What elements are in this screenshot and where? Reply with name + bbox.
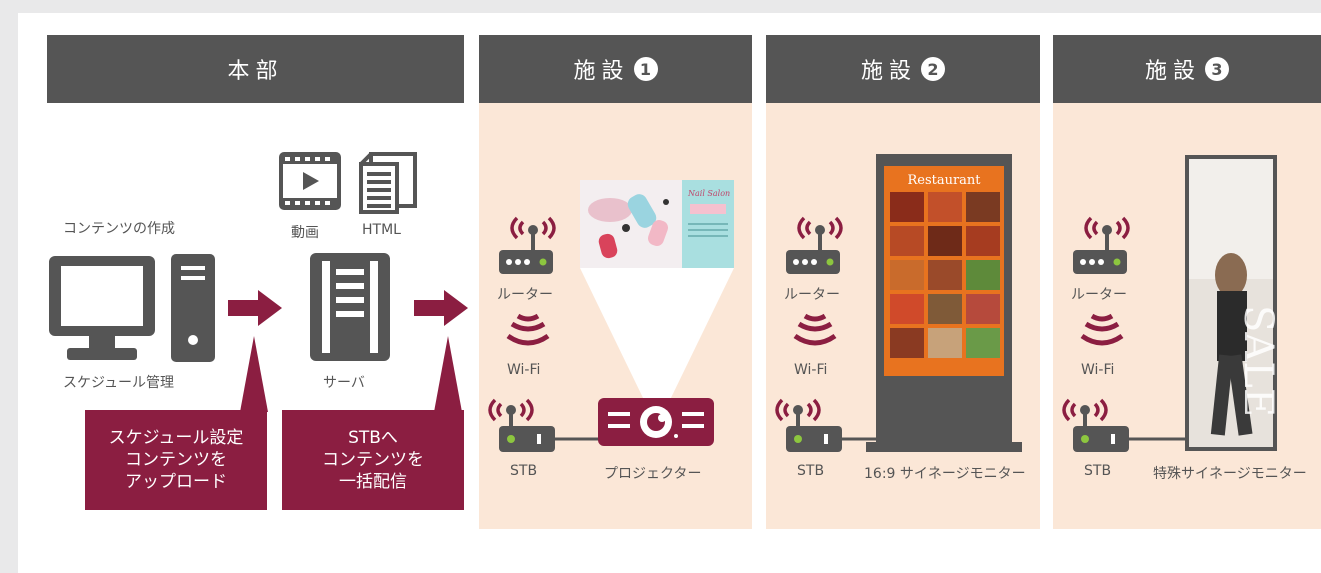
router-icon (499, 216, 556, 274)
wifi-icon (1080, 313, 1124, 346)
html-document-icon (359, 152, 417, 214)
signage-monitor-16-9: Restaurant (866, 154, 1022, 452)
video-label: 動画 (291, 225, 319, 241)
header-facility2-label: 施設 (860, 59, 917, 84)
distribute-callout-text: STBへ コンテンツを 一括配信 (322, 428, 424, 492)
projector-icon (598, 398, 714, 446)
stb-label: STB (1084, 463, 1112, 479)
header-facility1-label: 施設 (573, 59, 630, 84)
screen-text: SALE (1235, 305, 1281, 417)
projector-label: プロジェクター (604, 466, 702, 482)
callout-pointer (434, 336, 462, 412)
special-signage-label: 特殊サイネージモニター (1153, 466, 1307, 482)
stb-icon (775, 398, 878, 452)
wifi-label: Wi-Fi (507, 362, 541, 378)
wifi-label: Wi-Fi (794, 362, 828, 378)
router-label: ルーター (497, 287, 553, 303)
header-facility3: 施設 3 (1053, 35, 1321, 103)
header-facility2: 施設 2 (766, 35, 1040, 103)
router-label: ルーター (1071, 287, 1127, 303)
desktop-pc-icon (49, 254, 215, 362)
thumb-title: Nail Salon (687, 189, 730, 198)
server-label: サーバ (323, 375, 365, 391)
stb-label: STB (510, 463, 538, 479)
stb-icon (488, 398, 603, 452)
header-honbu-label: 本部 (227, 59, 284, 84)
special-signage-monitor: SALE (1185, 155, 1281, 451)
wifi-icon (793, 313, 837, 346)
video-file-icon (279, 152, 341, 210)
stb-icon (1062, 398, 1185, 452)
projection-beam (580, 268, 734, 404)
html-label: HTML (362, 222, 401, 238)
upload-callout-box: スケジュール設定 コンテンツを アップロード (85, 410, 267, 510)
header-facility3-label: 施設 (1144, 59, 1201, 84)
header-honbu: 本部 (47, 35, 464, 103)
arrow-right-icon (414, 290, 468, 326)
signage-monitor-label: 16:9 サイネージモニター (864, 466, 1026, 482)
wifi-icon (506, 313, 550, 346)
distribute-callout-box: STBへ コンテンツを 一括配信 (282, 410, 464, 510)
upload-callout-text: スケジュール設定 コンテンツを アップロード (108, 428, 244, 492)
callout-pointer (240, 336, 268, 412)
header-facility1: 施設 1 (479, 35, 752, 103)
router-label: ルーター (784, 287, 840, 303)
facility-number-badge: 3 (1205, 57, 1229, 81)
schedule-mgmt-label: スケジュール管理 (63, 375, 175, 391)
router-icon (786, 216, 843, 274)
arrow-right-icon (228, 290, 282, 326)
server-icon (310, 253, 390, 361)
router-icon (1073, 216, 1130, 274)
facility-number-badge: 1 (633, 57, 658, 81)
screen-title: Restaurant (907, 173, 981, 188)
stb-label: STB (797, 463, 825, 479)
facility-number-badge: 2 (921, 57, 945, 81)
projected-image: Nail Salon (580, 180, 734, 268)
wifi-label: Wi-Fi (1081, 362, 1115, 378)
content-creation-label: コンテンツの作成 (63, 221, 175, 237)
